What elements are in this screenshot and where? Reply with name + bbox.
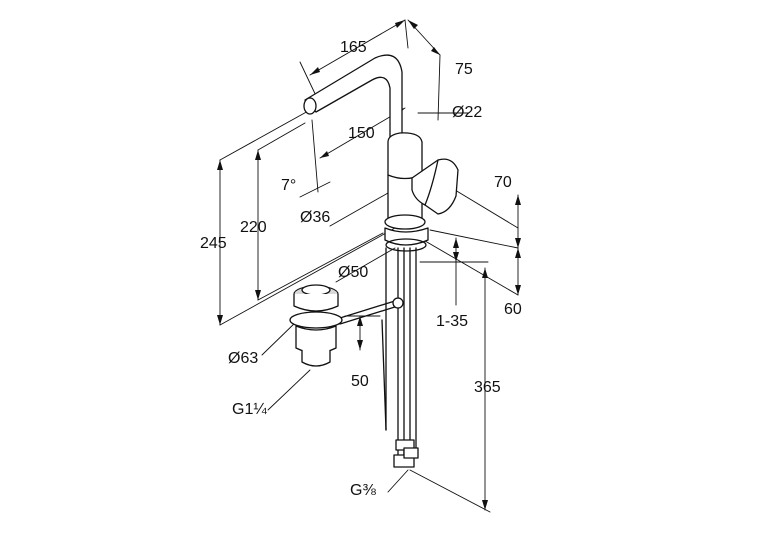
dimension-labels: 165 75 Ø22 150 7° Ø36 70 220 245 Ø50 60 …: [200, 39, 522, 499]
dim-spout-reach: 165: [340, 39, 367, 56]
dim-body-diameter: Ø36: [300, 209, 330, 226]
dim-drain-diameter: Ø63: [228, 350, 258, 367]
dim-base-diameter: Ø50: [338, 264, 368, 281]
base-collar: [384, 214, 429, 252]
dimension-lines: [219, 19, 519, 513]
dim-outlet-height: 220: [240, 219, 267, 236]
pull-rod: [339, 297, 404, 325]
dim-spout-depth: 75: [455, 61, 473, 78]
dim-outlet-angle: 7°: [281, 177, 296, 194]
dim-outlet-reach: 150: [348, 125, 375, 142]
dim-drain-depth: 50: [351, 373, 369, 390]
dim-hose-thread: G⅜: [350, 482, 376, 499]
pop-up-drain: [289, 284, 343, 367]
dim-handle-height: 70: [494, 174, 512, 191]
dim-total-height: 245: [200, 235, 227, 252]
dim-spout-diameter: Ø22: [452, 104, 482, 121]
dimension-arrows: [217, 20, 521, 510]
dim-base-depth: 60: [504, 301, 522, 318]
lever-handle: [411, 158, 459, 215]
dim-deck-thickness: 1-35: [436, 313, 468, 330]
dim-hose-length: 365: [474, 379, 501, 396]
dim-drain-thread: G1¼: [232, 401, 267, 418]
supply-hoses: [381, 247, 419, 468]
